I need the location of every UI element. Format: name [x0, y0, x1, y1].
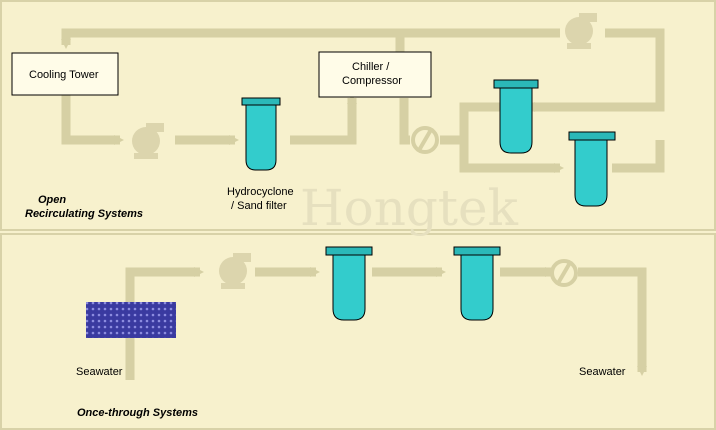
- chiller-label-line2: Compressor: [342, 75, 402, 87]
- valve-icon: [411, 126, 439, 154]
- hydrocyclone-to-chiller-line: [290, 94, 357, 145]
- filter-housing-icon: [493, 79, 539, 154]
- valve-icon: [550, 259, 578, 287]
- seawater-in-label: Seawater: [76, 366, 123, 378]
- filter-housing-icon: [568, 131, 616, 207]
- pump-icon: [219, 253, 251, 289]
- seawater-out-label: Seawater: [579, 366, 626, 378]
- pump-icon: [132, 123, 164, 159]
- outlet-line: [578, 267, 647, 376]
- open-system-title-line2: Recirculating Systems: [25, 208, 143, 220]
- filter-housing-icon: [325, 246, 373, 321]
- filter-housing-icon: [453, 246, 501, 321]
- once-through-title: Once-through Systems: [77, 407, 198, 419]
- cooling-tower-box: [11, 52, 119, 96]
- pump-icon: [565, 13, 597, 49]
- hydrocyclone-label-line2: / Sand filter: [231, 200, 287, 212]
- lower-right-return-line: [612, 140, 665, 173]
- filter-loop-line: [459, 140, 564, 173]
- tower-to-pump-line: [61, 95, 124, 145]
- hydrocyclone-label-line1: Hydrocyclone: [227, 186, 294, 198]
- right-loop-line: [530, 28, 665, 112]
- chiller-label-line1: Chiller /: [352, 61, 390, 73]
- seawater-intake-screen: [86, 302, 176, 338]
- top-left-return-line: [61, 28, 318, 49]
- watermark-text: Hongtek: [300, 179, 519, 237]
- chiller-box: [318, 51, 432, 98]
- cooling-tower-label: Cooling Tower: [29, 69, 99, 81]
- hydrocyclone-filter-icon: [241, 97, 281, 171]
- open-system-title-line1: Open: [38, 194, 66, 206]
- chiller-return-line: [399, 98, 410, 145]
- intake-line: [125, 267, 204, 380]
- once-through-flow-lines: [125, 267, 647, 380]
